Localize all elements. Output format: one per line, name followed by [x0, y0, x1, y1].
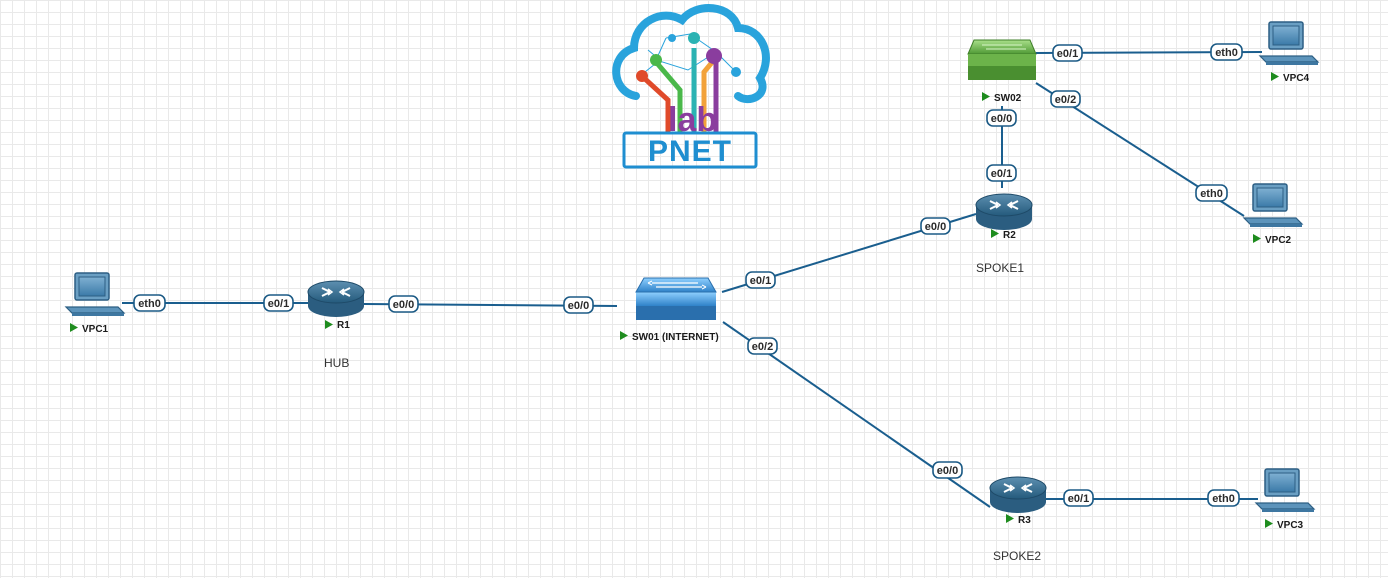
site-label-spoke1: SPOKE1 [976, 261, 1024, 275]
svg-text:e0/0: e0/0 [568, 300, 589, 312]
node-label-r1: R1 [325, 320, 350, 331]
port-label-vpc2-eth0[interactable]: eth0 [1195, 184, 1228, 202]
start-arrow-icon [1253, 234, 1261, 243]
svg-text:e0/2: e0/2 [1055, 94, 1076, 106]
switch-icon [967, 39, 1037, 80]
router-icon [989, 476, 1047, 513]
router-icon [975, 193, 1033, 230]
router-icon [307, 280, 365, 317]
port-label-sw02-e0-2[interactable]: e0/2 [1050, 90, 1081, 108]
pc-icon [1258, 21, 1320, 65]
pnetlab-logo: lab PNET [612, 4, 770, 169]
port-label-sw02-e0-0[interactable]: e0/0 [986, 109, 1017, 127]
pc-icon [1242, 183, 1304, 227]
start-arrow-icon [620, 331, 628, 340]
port-label-sw02-e0-1[interactable]: e0/1 [1052, 44, 1083, 62]
svg-text:e0/0: e0/0 [991, 113, 1012, 125]
port-label-r1-e0-0[interactable]: e0/0 [388, 295, 419, 313]
node-label-vpc2: VPC2 [1253, 234, 1292, 246]
start-arrow-icon [982, 92, 990, 101]
start-arrow-icon [1006, 514, 1014, 523]
node-vpc4[interactable] [1258, 21, 1320, 65]
logo-line-orange [701, 58, 716, 132]
port-label-r3-e0-0[interactable]: e0/0 [932, 461, 963, 479]
node-r1[interactable] [307, 280, 365, 317]
svg-text:VPC3: VPC3 [1277, 520, 1304, 531]
port-label-r2-e0-0[interactable]: e0/0 [920, 217, 951, 235]
node-vpc1[interactable] [64, 272, 126, 316]
logo-pnet-box [622, 131, 758, 169]
port-label-r1-e0-1[interactable]: e0/1 [263, 294, 294, 312]
node-r2[interactable] [975, 193, 1033, 230]
site-label-spoke2: SPOKE2 [993, 549, 1041, 563]
node-label-r2: R2 [991, 229, 1016, 241]
svg-text:R2: R2 [1003, 230, 1016, 241]
svg-text:VPC2: VPC2 [1265, 235, 1292, 246]
svg-text:eth0: eth0 [1200, 188, 1223, 200]
site-label-hub: HUB [324, 356, 349, 370]
pc-icon [1254, 468, 1316, 512]
logo-line-red [642, 76, 671, 132]
svg-text:e0/1: e0/1 [1057, 48, 1078, 60]
logo-line-green [654, 60, 683, 132]
port-label-r2-e0-1[interactable]: e0/1 [986, 164, 1017, 182]
svg-text:R3: R3 [1018, 515, 1031, 526]
node-label-r3: R3 [1006, 514, 1031, 526]
node-label-vpc1: VPC1 [70, 323, 109, 335]
port-label-sw01-e0-1[interactable]: e0/1 [745, 271, 776, 289]
svg-text:e0/1: e0/1 [1068, 493, 1089, 505]
start-arrow-icon [325, 320, 333, 329]
start-arrow-icon [1265, 519, 1273, 528]
port-label-vpc4-eth0[interactable]: eth0 [1210, 43, 1243, 61]
svg-text:VPC1: VPC1 [82, 324, 109, 335]
node-label-sw02: SW02 [982, 92, 1022, 104]
port-label-vpc3-eth0[interactable]: eth0 [1207, 489, 1240, 507]
svg-text:eth0: eth0 [1212, 493, 1235, 505]
svg-text:VPC4: VPC4 [1283, 73, 1310, 84]
svg-text:e0/0: e0/0 [937, 465, 958, 477]
port-label-sw01-e0-0[interactable]: e0/0 [563, 296, 594, 314]
node-label-vpc3: VPC3 [1265, 519, 1304, 531]
node-vpc2[interactable] [1242, 183, 1304, 227]
svg-text:SW01 (INTERNET): SW01 (INTERNET) [632, 332, 719, 343]
start-arrow-icon [70, 323, 78, 332]
node-label-vpc4: VPC4 [1271, 72, 1310, 84]
port-label-vpc1-eth0[interactable]: eth0 [133, 294, 166, 312]
start-arrow-icon [1271, 72, 1279, 81]
node-sw02[interactable] [967, 39, 1037, 80]
svg-text:e0/1: e0/1 [991, 168, 1012, 180]
svg-text:e0/2: e0/2 [752, 341, 773, 353]
switch-icon [635, 277, 717, 320]
start-arrow-icon [991, 229, 999, 238]
logo-text-pnet: PNET [648, 135, 732, 168]
node-label-sw01: SW01 (INTERNET) [620, 331, 719, 343]
svg-text:e0/0: e0/0 [925, 221, 946, 233]
pc-icon [64, 272, 126, 316]
node-r3[interactable] [989, 476, 1047, 513]
node-sw01[interactable] [635, 277, 717, 320]
svg-text:eth0: eth0 [138, 298, 161, 310]
port-label-sw01-e0-2[interactable]: e0/2 [747, 337, 778, 355]
port-label-r3-e0-1[interactable]: e0/1 [1063, 489, 1094, 507]
svg-text:R1: R1 [337, 320, 350, 331]
svg-text:e0/0: e0/0 [393, 299, 414, 311]
svg-text:e0/1: e0/1 [268, 298, 289, 310]
node-vpc3[interactable] [1254, 468, 1316, 512]
logo-cloud [612, 4, 770, 104]
svg-text:SW02: SW02 [994, 93, 1022, 104]
svg-text:e0/1: e0/1 [750, 275, 771, 287]
svg-text:eth0: eth0 [1215, 47, 1238, 59]
